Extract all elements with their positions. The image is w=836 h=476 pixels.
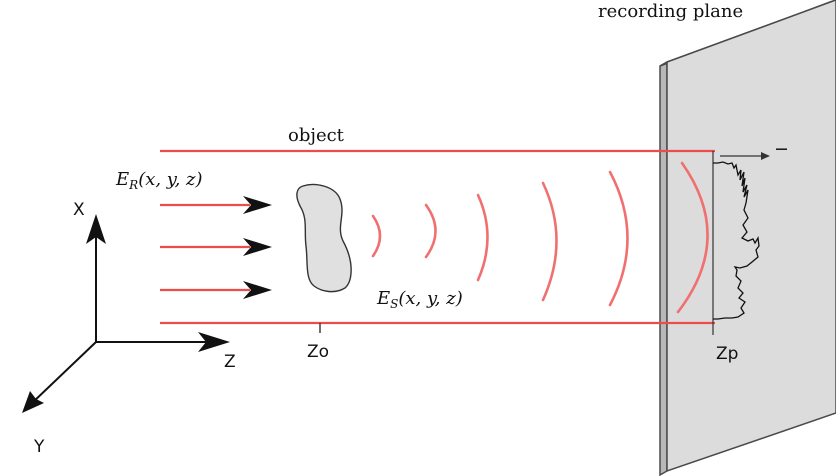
incident-arrow-icon (160, 238, 272, 256)
reference-field-symbol: E (115, 169, 129, 190)
scattered-wavefronts (371, 161, 709, 314)
reference-field-subscript: R (128, 178, 138, 192)
incident-arrow-icon (160, 196, 272, 214)
recording-plane-side (659, 60, 668, 476)
wavefront (476, 193, 489, 282)
scattered-field-subscript: S (390, 297, 398, 311)
zo-label: Zo (307, 342, 329, 362)
coordinate-axes (22, 214, 230, 413)
object-particle-icon (296, 183, 352, 293)
object-label: object (288, 125, 345, 146)
y-axis-arrowhead (22, 391, 44, 413)
reference-field-args: (x, y, z) (138, 169, 202, 190)
zp-label: Zp (716, 344, 738, 364)
scattered-field-args: (x, y, z) (398, 288, 462, 309)
x-axis-arrowhead (86, 214, 106, 244)
recording-plane-face (666, 0, 836, 473)
recording-plane-label: recording plane (598, 1, 743, 22)
wavefront (608, 170, 629, 307)
reference-field-label: ER(x, y, z) (115, 169, 203, 192)
incident-arrows (160, 196, 272, 299)
x-axis-label: X (73, 200, 85, 220)
wavefront (541, 181, 558, 302)
y-axis (30, 341, 97, 405)
scattered-field-symbol: E (376, 288, 390, 309)
intensity-label: I (772, 147, 790, 151)
wavefront (371, 214, 382, 258)
recording-plane (659, 0, 836, 476)
z-axis-arrowhead (198, 332, 230, 352)
incident-arrow-icon (160, 281, 272, 299)
scattered-field-label: ES(x, y, z) (376, 288, 463, 311)
intensity-profile-icon (713, 152, 770, 320)
wavefront (424, 203, 437, 259)
z-axis-label: Z (224, 352, 236, 372)
y-axis-label: Y (33, 437, 45, 457)
wavefront (676, 161, 709, 314)
